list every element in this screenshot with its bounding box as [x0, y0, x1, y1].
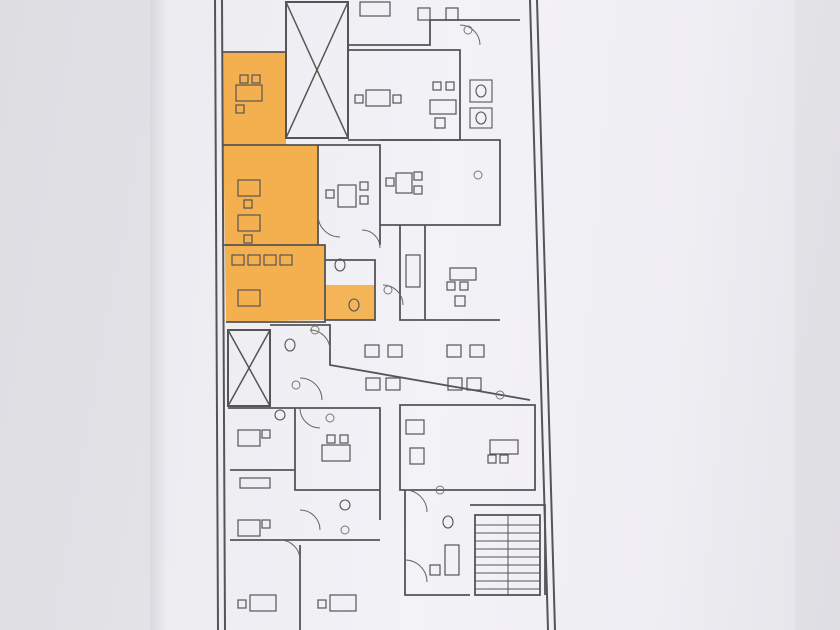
room-markers — [291, 25, 505, 535]
staircase — [474, 514, 541, 596]
elevator-shaft-top — [285, 1, 349, 139]
office-furniture — [231, 1, 519, 612]
bathroom-fixtures — [274, 79, 493, 529]
interior-walls — [222, 19, 546, 630]
highlighted-unit — [222, 52, 375, 322]
elevator-shaft-lower — [227, 329, 271, 407]
door-swings — [279, 24, 481, 583]
